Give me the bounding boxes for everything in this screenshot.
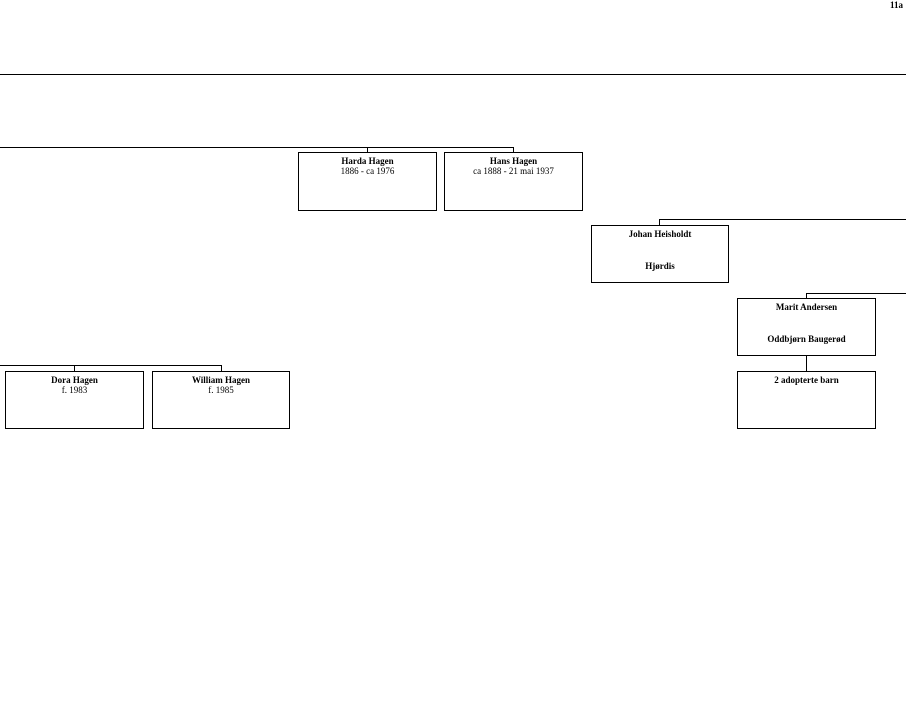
page-number: 11a — [889, 0, 903, 10]
connector-line — [0, 365, 222, 366]
person-box-hans-hagen[interactable]: Hans Hagen ca 1888 - 21 mai 1937 — [444, 152, 583, 211]
person-dates: f. 1985 — [208, 385, 234, 395]
person-dates: 1886 - ca 1976 — [340, 166, 395, 176]
connector-line — [806, 293, 807, 299]
person-box-marit-andersen[interactable]: Marit Andersen Oddbjørn Baugerød — [737, 298, 876, 356]
person-box-dora-hagen[interactable]: Dora Hagen f. 1983 — [5, 371, 144, 429]
connector-line — [659, 219, 660, 226]
connector-line — [74, 365, 75, 372]
person-box-harda-hagen[interactable]: Harda Hagen 1886 - ca 1976 — [298, 152, 437, 211]
person-box-adopted-children[interactable]: 2 adopterte barn — [737, 371, 876, 429]
connector-line — [659, 219, 906, 220]
connector-line — [513, 147, 514, 153]
person-name: Johan Heisholdt — [628, 229, 692, 239]
connector-line — [806, 355, 807, 372]
connector-line — [367, 147, 368, 153]
spouse-name: Hjørdis — [645, 261, 675, 271]
spouse-name: Oddbjørn Baugerød — [767, 334, 846, 344]
person-name: Harda Hagen — [341, 156, 394, 166]
connector-line — [806, 293, 906, 294]
person-name: Marit Andersen — [775, 302, 838, 312]
connector-line — [221, 365, 222, 372]
person-name: Hans Hagen — [489, 156, 538, 166]
header-rule — [0, 74, 906, 75]
person-name: William Hagen — [191, 375, 251, 385]
person-name: 2 adopterte barn — [774, 375, 839, 385]
person-box-william-hagen[interactable]: William Hagen f. 1985 — [152, 371, 290, 429]
connector-line — [0, 147, 514, 148]
person-name: Dora Hagen — [51, 375, 98, 385]
person-box-johan-heisholdt[interactable]: Johan Heisholdt Hjørdis — [591, 225, 729, 283]
person-dates: f. 1983 — [61, 385, 88, 395]
person-dates: ca 1888 - 21 mai 1937 — [473, 166, 554, 176]
